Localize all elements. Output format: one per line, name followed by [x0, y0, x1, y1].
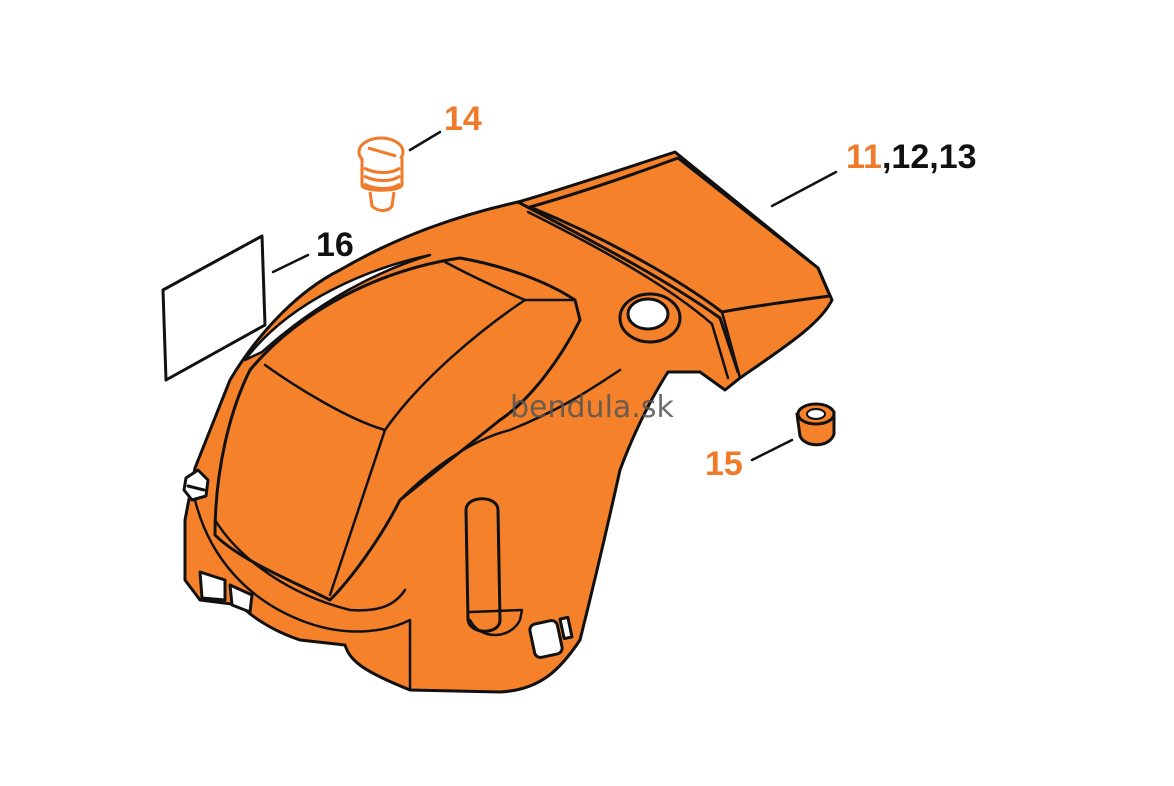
screw-thread-2: [363, 174, 401, 182]
callout-15: 15: [705, 445, 743, 483]
callout-11: 11: [846, 138, 882, 176]
label-sticker: [161, 234, 267, 382]
screw-body: [360, 158, 404, 192]
leader-14: [408, 130, 442, 152]
housing-bottom-open-1: [198, 570, 227, 602]
plug-screw: [357, 136, 405, 212]
housing-gap: [243, 253, 432, 362]
housing-tube-collar: [468, 608, 524, 637]
housing-rear-top: [528, 156, 832, 314]
callout-16: 16: [316, 226, 354, 264]
callout-12: 12: [891, 138, 929, 176]
leader-15: [750, 438, 794, 462]
grommet: [795, 402, 836, 447]
housing-tube: [464, 497, 502, 633]
callout-sep-1: ,: [882, 138, 891, 176]
housing-window-2: [558, 615, 574, 641]
housing-lower-edge: [193, 498, 412, 692]
callout-sep-2: ,: [929, 138, 938, 176]
housing-inner-curve: [213, 518, 407, 612]
housing-knob-slot: [186, 484, 206, 492]
housing-seam-band-2: [526, 210, 730, 380]
callout-11-12-13: 11,12,13: [846, 138, 977, 176]
screw-tip: [368, 191, 396, 212]
callout-14: 14: [444, 100, 482, 138]
housing-seam-band: [516, 200, 740, 374]
shroud-housing: [182, 150, 834, 694]
callout-13: 13: [939, 138, 977, 176]
grommet-hole: [806, 408, 826, 420]
housing-dome-top: [263, 260, 527, 432]
housing-dome-ridge: [328, 428, 387, 597]
housing-rear-side: [720, 310, 742, 380]
leader-11: [770, 170, 838, 208]
housing-dome-side: [398, 368, 622, 502]
watermark: bendula.sk: [510, 390, 674, 425]
leader-16: [271, 253, 310, 274]
housing-knob: [182, 468, 210, 502]
screw-thread-1: [363, 166, 401, 174]
housing-front-dome: [213, 256, 582, 602]
housing-bottom-open-2: [228, 583, 254, 614]
housing-port-inner: [626, 297, 670, 331]
leader-lines: [271, 130, 838, 462]
housing-window: [528, 619, 564, 659]
screw-slot: [367, 146, 397, 158]
label-outline: [161, 234, 267, 382]
screw-thread-3: [363, 182, 401, 190]
